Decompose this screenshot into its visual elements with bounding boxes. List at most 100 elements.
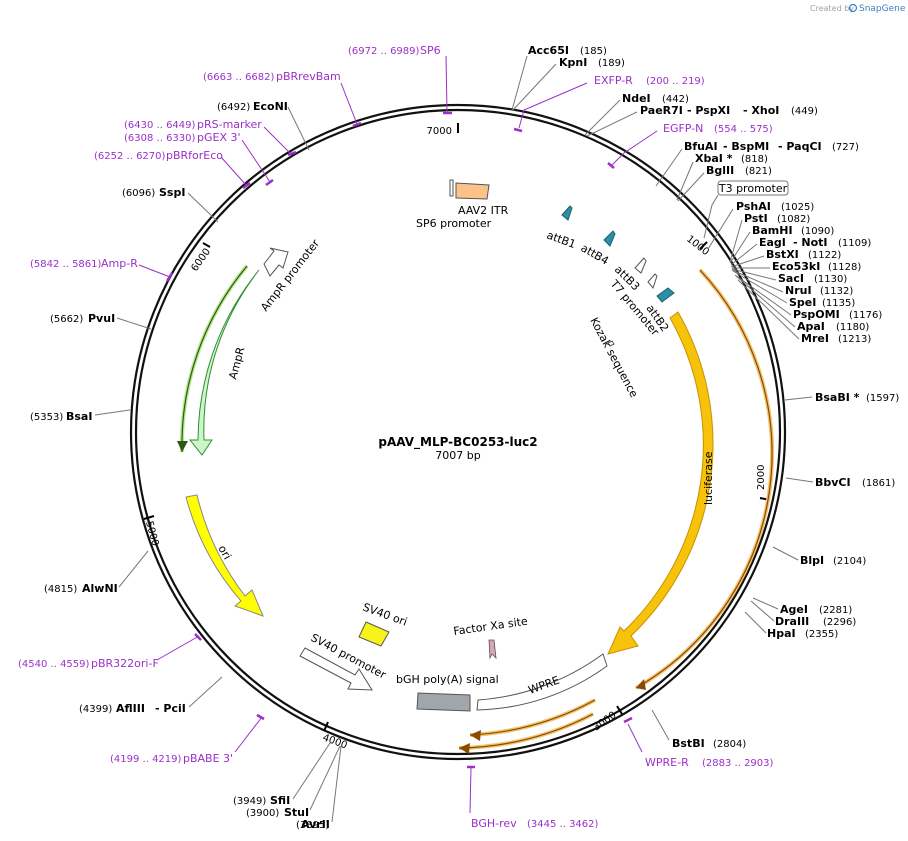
enzyme-avrii-name: AvrII — [301, 818, 330, 831]
enzyme-agei-pos: (2281) — [819, 605, 852, 616]
enzyme-stui-name: StuI — [284, 806, 309, 819]
leader-bstxi — [730, 255, 765, 268]
enzyme-draiii-pos: (2296) — [823, 617, 856, 628]
t3-promoter-box[interactable] — [717, 180, 789, 196]
enzyme-sfii-name: SfiI — [270, 794, 290, 807]
luciferase-feature[interactable] — [607, 311, 714, 655]
enzyme-eagi-extra-1: - NotI — [793, 236, 828, 249]
ampr-feature[interactable] — [188, 269, 260, 456]
sp6-promoter-feature[interactable] — [449, 179, 454, 197]
enzyme-bfuai-extra-2: - PaqCI — [778, 140, 822, 153]
leader-spei — [732, 270, 788, 304]
enzyme-avrii-pos: (3895) — [296, 820, 329, 831]
enzyme-acc65i-name: Acc65I — [528, 44, 569, 57]
wpre-primer-arrowhead-2 — [459, 743, 470, 754]
attb1-feature[interactable] — [561, 205, 573, 221]
wpre-primer-arrow-2[interactable] — [458, 713, 594, 749]
sv40-ori-feature[interactable] — [358, 621, 390, 647]
primer-exfp-r-pos: (200 .. 219) — [646, 76, 705, 87]
attb1-label: attB1 — [545, 229, 578, 251]
primer-bgh-rev-pos: (3445 .. 3462) — [527, 819, 599, 830]
attb3-feature[interactable] — [634, 257, 647, 274]
enzyme-blpi-name: BlpI — [800, 554, 824, 567]
leader-wpre-r — [627, 723, 643, 753]
tick-5000 — [143, 515, 155, 520]
mark-prs-marker — [287, 150, 297, 157]
leader-pspomi — [734, 274, 792, 316]
leader-eagi — [730, 243, 758, 266]
wpre-primer-arrow-1[interactable] — [469, 699, 596, 736]
leader-egfp-n — [611, 130, 658, 166]
enzyme-bfuai-extra-1: - BspMI — [723, 140, 769, 153]
enzyme-bsabi-name: BsaBI * — [815, 391, 860, 404]
leader-psti — [729, 219, 743, 263]
leader-mrei — [737, 279, 800, 340]
enzyme-alwni-name: AlwNI — [82, 582, 118, 595]
t3-promoter-label: T3 promoter — [718, 182, 788, 195]
leader-bfuai — [655, 148, 683, 187]
enzyme-sspi-pos: (6096) — [122, 188, 155, 199]
mark-pbrrevbam — [352, 121, 362, 128]
primer-prs-marker-name: pRS-marker — [197, 118, 262, 131]
enzyme-pshai-name: PshAI — [736, 200, 771, 213]
features: luciferase WPRE bGH poly(A) signal Facto… — [185, 179, 789, 712]
enzyme-hpai-name: HpaI — [767, 627, 796, 640]
t7-promoter-feature[interactable] — [647, 273, 658, 290]
enzyme-bsai-name: BsaI — [66, 410, 92, 423]
tick-4000 — [323, 721, 329, 732]
primer-labels: (6972 .. 6989) SP6 (6663 .. 6682) pBRrev… — [18, 44, 774, 830]
backbone-inner-strand — [134, 108, 782, 756]
attb2-feature[interactable] — [656, 287, 675, 303]
primer-pbabe3-pos: (4199 .. 4219) — [110, 754, 182, 765]
enzyme-eco53ki-name: Eco53kI — [772, 260, 820, 273]
wpre-feature[interactable] — [476, 653, 608, 711]
leader-bbvci — [785, 477, 814, 483]
primer-wpre-r-pos: (2883 .. 2903) — [702, 758, 774, 769]
leader-kpni — [512, 63, 557, 111]
enzyme-afliii-pos: (4399) — [79, 704, 112, 715]
tick-3000 — [616, 705, 623, 715]
enzyme-labels-left: (3895) AvrII (3900) StuI (3949) SfiI (43… — [30, 100, 330, 831]
factor-xa-feature[interactable] — [488, 639, 497, 660]
leader-avrii — [331, 745, 342, 823]
enzyme-apai-pos: (1180) — [836, 322, 869, 333]
enzyme-kpni-pos: (189) — [598, 58, 625, 69]
enzyme-bstbi-pos: (2804) — [713, 739, 746, 750]
ampr-primer-arrow[interactable] — [181, 265, 248, 453]
leader-bgh-rev — [469, 767, 472, 814]
enzyme-bfuai-pos: (727) — [832, 142, 859, 153]
primer-bgh-rev-name: BGH-rev — [471, 817, 517, 830]
aav2-itr-feature[interactable] — [455, 182, 490, 200]
enzyme-hpai-pos: (2355) — [805, 629, 838, 640]
leader-draiii — [750, 600, 775, 622]
tick-label-7000: 7000 — [427, 126, 452, 137]
sv40-promoter-feature[interactable] — [299, 647, 373, 691]
bgh-polya-label: bGH poly(A) signal — [396, 673, 499, 686]
primer-egfp-n-pos: (554 .. 575) — [714, 124, 773, 135]
bgh-polya-feature[interactable] — [416, 692, 471, 712]
primer-sp6-pos: (6972 .. 6989) — [348, 46, 420, 57]
leader-agei — [752, 597, 779, 610]
enzyme-blpi-pos: (2104) — [833, 556, 866, 567]
attb4-feature[interactable] — [603, 230, 616, 247]
ori-feature[interactable] — [185, 494, 264, 617]
enzyme-paer7i-extra-1: - PspXI — [687, 104, 730, 117]
leader-econi — [287, 106, 310, 151]
enzyme-draiii-name: DraIII — [775, 615, 809, 628]
enzyme-spei-pos: (1135) — [822, 298, 855, 309]
sp6-promoter-label: SP6 promoter — [416, 217, 492, 230]
leader-sp6 — [445, 55, 448, 113]
plasmid-name: pAAV_MLP-BC0253-luc2 — [378, 435, 537, 450]
leader-exfp-r — [518, 82, 588, 129]
ampr-promoter-feature[interactable] — [263, 247, 289, 277]
kozak-feature[interactable] — [607, 340, 615, 347]
enzyme-bbvci-name: BbvCI — [815, 476, 851, 489]
primer-pgex3-name: pGEX 3' — [197, 131, 241, 144]
enzyme-bsabi-pos: (1597) — [866, 393, 899, 404]
mark-wpre-r — [623, 716, 633, 724]
leader-prui — [731, 269, 784, 293]
tick-label-2000: 2000 — [756, 465, 767, 490]
enzyme-bsai-pos: (5353) — [30, 412, 63, 423]
luciferase-primer-arrow[interactable] — [635, 269, 773, 689]
